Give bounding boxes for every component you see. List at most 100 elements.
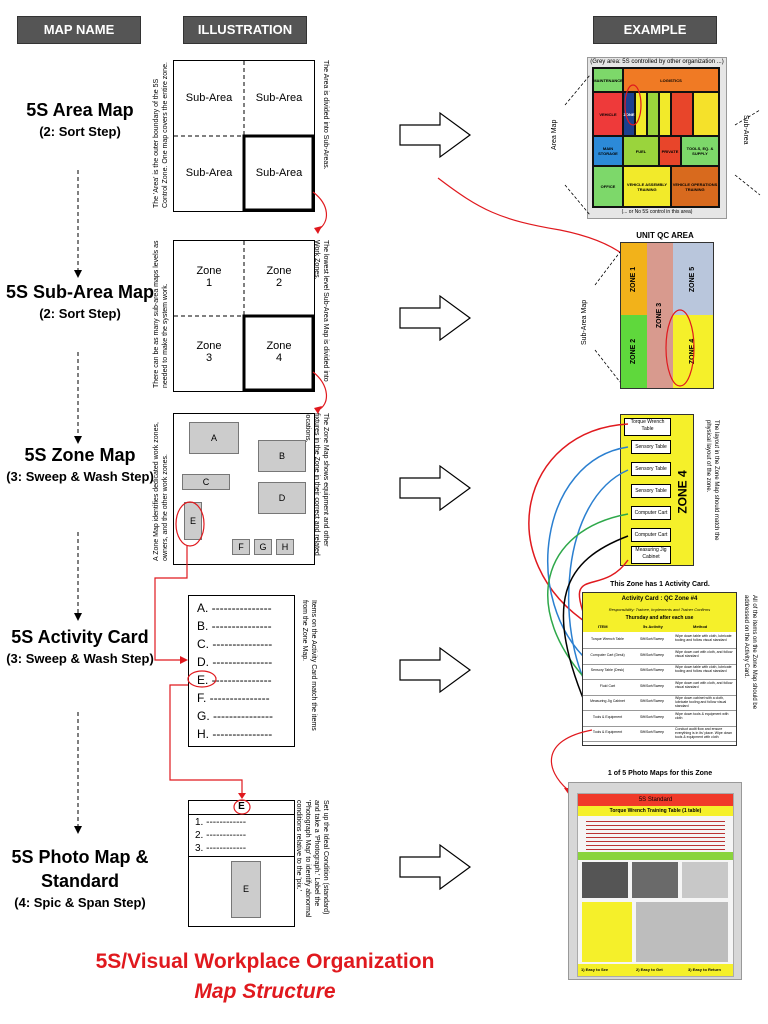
map-title: 5S Sub-Area Map bbox=[5, 282, 155, 302]
card-when: Thursday and after each use bbox=[583, 614, 736, 623]
header-example: EXAMPLE bbox=[593, 16, 717, 44]
card-row: Torque Wrench Table Sift/Sort/Sweep Wipe d… bbox=[583, 633, 736, 649]
zone4-item: Computer Cart bbox=[631, 528, 671, 542]
card-cell-method: Wipe down cabinet with a cloth, lubricat… bbox=[675, 696, 727, 708]
sub-area-illustration: Zone 1 Zone 2 Zone 3 Zone 4 bbox=[173, 240, 315, 392]
zone-item-c: C bbox=[182, 474, 230, 490]
arrow-right-icon bbox=[399, 294, 472, 342]
area-tile-fill bbox=[636, 93, 646, 135]
zone-tile: ZONE 2 bbox=[621, 315, 647, 388]
zone-item-d: D bbox=[258, 482, 306, 514]
map-title: 5S Activity Card bbox=[11, 627, 149, 647]
card-item: G. --------------- bbox=[197, 709, 273, 723]
photo-item: 1. ------------ bbox=[195, 817, 247, 828]
zone4-item: Torque Wrench Table bbox=[624, 418, 671, 436]
zone-item-h: H bbox=[276, 539, 294, 555]
arrow-right-icon bbox=[399, 111, 472, 159]
page-subtitle: Map Structure bbox=[194, 980, 336, 1003]
card-resp: Responsibility: Trainee, Implements and … bbox=[583, 605, 736, 614]
sub-area-cell: Sub-Area bbox=[185, 167, 233, 179]
card-title: Activity Card : QC Zone #4 bbox=[583, 593, 736, 605]
card-item: H. --------------- bbox=[197, 727, 273, 741]
area-tile: MAINTENANCE bbox=[593, 69, 623, 91]
area-tile-fill bbox=[660, 93, 670, 135]
map-step: (2: Sort Step) bbox=[39, 306, 121, 321]
sub-area-example-marks bbox=[594, 251, 695, 387]
page-title: 5S/Visual Workplace Organization bbox=[95, 950, 435, 973]
card-cell-item: Torque Wrench Table bbox=[591, 637, 624, 641]
zone-item-f: F bbox=[232, 539, 250, 555]
card-item: C. --------------- bbox=[197, 637, 273, 651]
card-cell-method: Wipe down table with cloth, lubricate to… bbox=[675, 665, 732, 673]
card-col-item: ITEM bbox=[598, 624, 608, 629]
zone4-item: Computer Cart bbox=[631, 506, 671, 520]
photo-text-block bbox=[586, 818, 725, 850]
sub-area-cell: Sub-Area bbox=[255, 92, 303, 104]
card-cell-activity: Sift/Sort/Sweep bbox=[639, 714, 665, 719]
card-cell-activity: Sift/Sort/Sweep bbox=[639, 652, 665, 657]
photo-footer: 1) Easy to See 2) Easy to Get 3) Easy to… bbox=[578, 964, 733, 976]
photo-image bbox=[582, 862, 628, 898]
card-items: A. --------------- B. --------------- C.… bbox=[197, 599, 273, 743]
zone-item-b: B bbox=[258, 440, 306, 472]
photo-footer-item: 3) Easy to Return bbox=[688, 967, 721, 972]
area-tile: OFFICE bbox=[594, 167, 622, 206]
area-tile: VEHICLE ASSEMBLY TRAINING bbox=[624, 167, 670, 206]
photo-image bbox=[582, 902, 632, 962]
card-cell-method: Wipe down cart with cloth, and follow vi… bbox=[675, 680, 733, 689]
photo-divider bbox=[189, 856, 294, 857]
zone-item-g: G bbox=[254, 539, 272, 555]
zone-cell: Zone 1 bbox=[196, 265, 222, 289]
area-tile-fill bbox=[648, 93, 658, 135]
sub-area-cell: Sub-Area bbox=[255, 167, 303, 179]
card-cell-item: Tools & Equipment bbox=[592, 714, 623, 719]
photo-footer-item: 1) Easy to See bbox=[581, 967, 609, 972]
zone-illustration: A B C D E F G H bbox=[173, 413, 315, 565]
zone-card-connectors bbox=[528, 423, 629, 716]
card-cell-method: Conduct audit flow and ensure everything… bbox=[675, 727, 733, 739]
zone-cell: Zone 2 bbox=[266, 265, 292, 289]
zone-tile: ZONE 1 bbox=[621, 243, 647, 315]
photo-item: 2. ------------ bbox=[195, 830, 247, 841]
photo-image bbox=[636, 902, 728, 962]
zone4-item: Sensory Table bbox=[631, 484, 671, 498]
example-zone-map: Torque Wrench Table Sensory Table Sensor… bbox=[620, 414, 694, 566]
card-item: B. --------------- bbox=[197, 619, 272, 633]
card-cell-activity: Sift/Sort/Sweep bbox=[639, 730, 665, 734]
header-illustration: ILLUSTRATION bbox=[183, 16, 307, 44]
example-activity-card: Activity Card : QC Zone #4 Responsibilit… bbox=[582, 592, 737, 746]
map-name-area: 5S Area Map (2: Sort Step) bbox=[5, 98, 155, 142]
map-name-sub-area: 5S Sub-Area Map (2: Sort Step) bbox=[5, 280, 155, 324]
map-title: 5S Zone Map bbox=[24, 445, 136, 465]
map-step: (4: Spic & Span Step) bbox=[14, 895, 146, 910]
map-title: 5S Photo Map & Standard bbox=[11, 847, 149, 891]
arrow-right-icon bbox=[399, 646, 472, 694]
example-sub-area-map: ZONE 1 ZONE 2 ZONE 3 ZONE 4 ZONE 5 bbox=[620, 242, 714, 389]
photo-image bbox=[682, 862, 728, 898]
area-tile: ZONE bbox=[623, 93, 635, 135]
card-item: D. --------------- bbox=[197, 655, 273, 669]
card-col-activity: 5s Activity bbox=[643, 624, 663, 629]
zone-cell: Zone 3 bbox=[196, 340, 222, 364]
map-title: 5S Area Map bbox=[26, 100, 134, 120]
card-cell-method: Wipe down tools & equipment with cloth bbox=[675, 711, 729, 720]
card-cell-item: Fluid Cart bbox=[599, 683, 616, 688]
area-tile: VEHICLE bbox=[594, 93, 622, 135]
area-tile-fill bbox=[694, 93, 718, 135]
area-bottom-note: (... or No 5S control in this area) bbox=[621, 209, 693, 215]
photo-item: 3. ------------ bbox=[195, 843, 247, 854]
area-example-dashes bbox=[564, 74, 761, 216]
card-cell-activity: Sift/Sort/Sweep bbox=[639, 637, 665, 641]
example-area-map: (Grey area: 5S controlled by other organ… bbox=[587, 57, 727, 219]
card-item: F. --------------- bbox=[197, 691, 270, 705]
area-tile: PRIVATE bbox=[660, 137, 680, 165]
map-step: (2: Sort Step) bbox=[39, 124, 121, 139]
flow-arrows bbox=[74, 170, 82, 834]
map-step: (3: Sweep & Wash Step) bbox=[6, 469, 154, 484]
card-cell-method: Wipe down table with cloth, lubricate to… bbox=[675, 634, 732, 642]
sub-area-cell: Sub-Area bbox=[185, 92, 233, 104]
area-tile: LOGISTICS bbox=[624, 69, 718, 91]
card-item: A. --------------- bbox=[197, 601, 272, 615]
area-grid bbox=[174, 61, 314, 211]
